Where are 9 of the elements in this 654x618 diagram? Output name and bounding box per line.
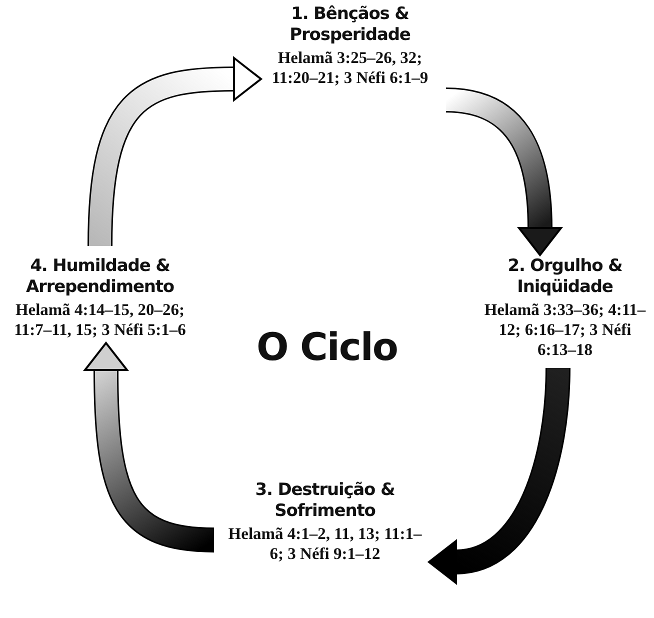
stage-heading: 4. Humildade & Arrependimento [24,256,175,298]
scripture-reference: Helamã 3:25–26, 32; 11:20–21; 3 Néfi 6:1–9 [270,48,430,88]
scripture-reference: Helamã 4:14–15, 20–26; 11:7–11, 15; 3 Néfi 5:1–6 [13,300,187,340]
stage-heading: 2. Orgulho & Iniqüidade [506,256,624,298]
diagram-title: O Ciclo [255,325,399,369]
scripture-reference: Helamã 3:33–36; 4:11–12; 6:16–17; 3 Néfi 6:13–18 [483,300,647,360]
scripture-reference: Helamã 4:1–2, 11, 13; 11:1–6; 3 Néfi 9:1–12 [227,524,423,564]
stage-heading: 1. Bênçãos & Prosperidade [288,4,412,46]
stage-heading: 3. Destruição & Sofrimento [254,480,396,522]
